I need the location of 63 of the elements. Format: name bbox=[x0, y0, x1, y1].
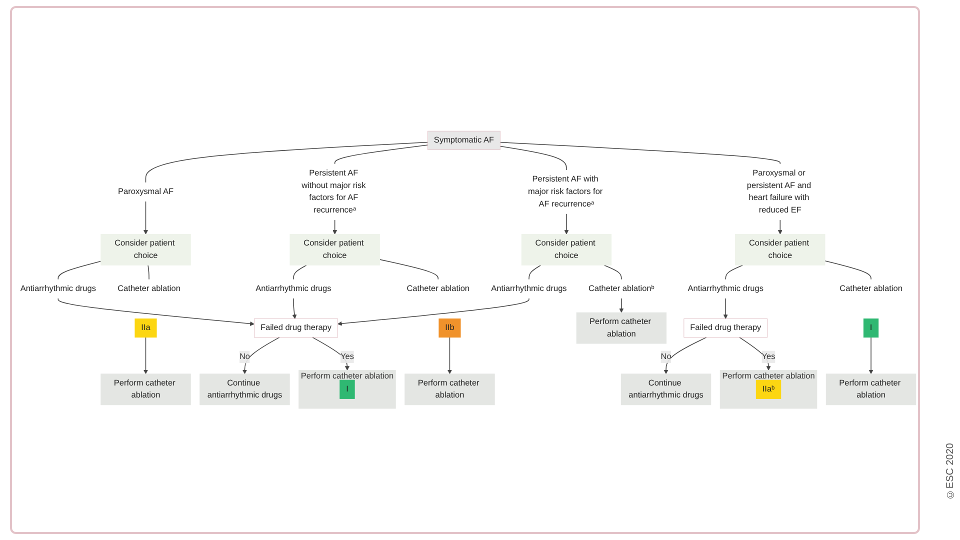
node-box: Perform catheter ablation bbox=[404, 374, 495, 406]
arrow bbox=[723, 298, 728, 320]
arrow bbox=[619, 298, 624, 313]
node-box: Continue antiarrhythmic drugs bbox=[200, 374, 290, 406]
node-box: Perform catheter ablation bbox=[100, 374, 191, 406]
node-box: IIb bbox=[438, 318, 461, 338]
node-text: Persistent AF with major risk factors for AF recurrenceᵃ bbox=[528, 175, 603, 209]
node-box: Continue antiarrhythmic drugs bbox=[620, 374, 712, 406]
arrow bbox=[143, 201, 148, 235]
node-text: Catheter ablation bbox=[118, 284, 180, 294]
node-box: Consider patient choice bbox=[290, 234, 380, 266]
node-text: Catheter ablation bbox=[406, 284, 470, 294]
arrow bbox=[242, 337, 280, 374]
connector bbox=[334, 144, 428, 165]
node-text: Antiarrhythmic drugs bbox=[256, 284, 332, 294]
arrow bbox=[868, 337, 874, 374]
arrow bbox=[447, 337, 452, 374]
arrow bbox=[338, 298, 530, 326]
node-box: Perform catheter ablation bbox=[576, 312, 667, 344]
node-box: Perform catheter ablation bbox=[826, 374, 916, 406]
edge-label: No bbox=[239, 352, 250, 362]
arrow bbox=[664, 337, 707, 374]
connector bbox=[725, 264, 744, 280]
node-box: Consider patient choice bbox=[521, 234, 612, 266]
connector bbox=[148, 264, 150, 280]
connector bbox=[528, 264, 542, 280]
node-box: Consider patient choice bbox=[100, 234, 191, 266]
connector bbox=[293, 264, 307, 280]
connector bbox=[500, 142, 781, 165]
connector bbox=[604, 264, 622, 280]
edge-label: No bbox=[660, 352, 672, 362]
node-text: Paroxysmal or persistent AF and heart failure with reduced EF bbox=[746, 168, 812, 215]
connector bbox=[379, 259, 438, 280]
node-box: Symptomatic AF bbox=[428, 131, 500, 150]
node-text: Catheter ablation bbox=[840, 284, 902, 294]
edge-label: Yes bbox=[762, 352, 776, 362]
arrow bbox=[292, 298, 297, 320]
node-text: Antiarrhythmic drugs bbox=[20, 284, 96, 294]
edge-label: Yes bbox=[340, 352, 354, 362]
node-box: IIa bbox=[134, 318, 157, 338]
arrow bbox=[312, 337, 350, 371]
node-box: Failed drug therapy bbox=[254, 318, 338, 338]
arrow bbox=[143, 337, 148, 374]
node-box: Failed drug therapy bbox=[684, 318, 768, 338]
node-text: Antiarrhythmic drugs bbox=[491, 284, 567, 294]
node-box: I bbox=[340, 380, 355, 400]
node-box: IIaᵇ bbox=[756, 380, 782, 400]
node-text: Catheter ablationᵇ bbox=[588, 284, 654, 294]
arrow bbox=[564, 213, 569, 235]
node-text: Paroxysmal AF bbox=[118, 188, 174, 196]
connector bbox=[824, 260, 872, 280]
connector bbox=[145, 142, 428, 184]
connector bbox=[500, 146, 567, 171]
arrow bbox=[58, 298, 254, 326]
connector bbox=[58, 261, 102, 280]
copyright-note: ©ESC 2020 bbox=[945, 443, 956, 500]
node-box: I bbox=[863, 318, 879, 338]
node-text: Antiarrhythmic drugs bbox=[688, 284, 764, 294]
arrow bbox=[739, 337, 771, 371]
node-box: Consider patient choice bbox=[735, 234, 826, 266]
arrow bbox=[778, 220, 782, 235]
arrow bbox=[332, 220, 338, 235]
node-text: Persistent AF without major risk factors for AF recurrenceᵃ bbox=[302, 168, 366, 215]
